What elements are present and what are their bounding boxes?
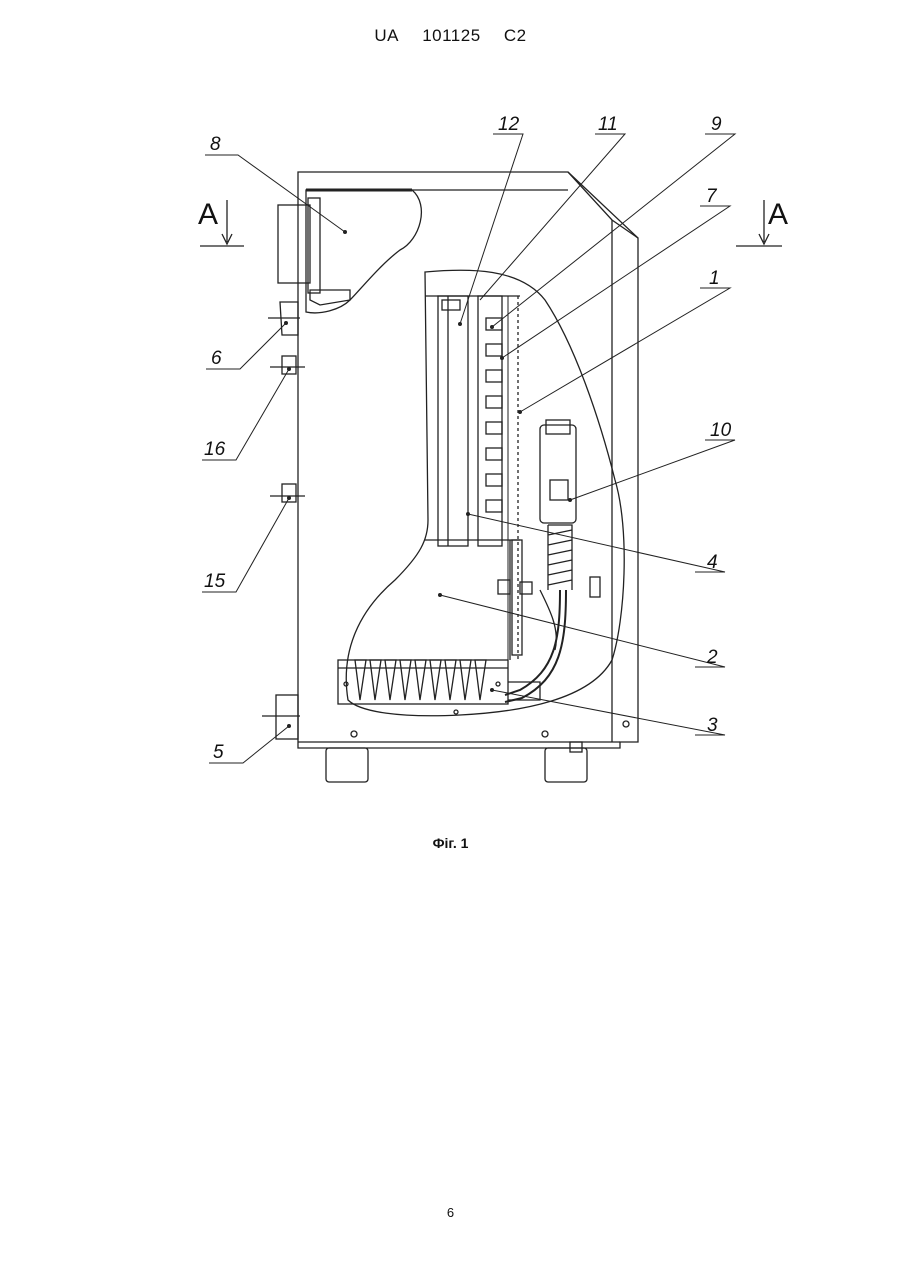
- fins-9: [486, 318, 502, 512]
- label-7: 7: [706, 186, 718, 207]
- label-1: 1: [709, 268, 720, 289]
- label-4: 4: [707, 552, 718, 573]
- label-11: 11: [598, 114, 618, 135]
- flue-pipe: [278, 205, 310, 283]
- foot-right: [545, 748, 587, 782]
- heat-exchanger-11: [478, 296, 502, 546]
- page-number: 6: [0, 1205, 901, 1220]
- boiler-drawing: 8 6 16 15 5 12 11 9 7 1 10 4 2 3 A A: [0, 0, 901, 820]
- part-5: [276, 695, 298, 739]
- label-16: 16: [204, 439, 226, 460]
- part-16: [282, 356, 296, 374]
- heat-exchanger-12: [438, 296, 468, 546]
- label-12: 12: [498, 114, 520, 135]
- gas-valve-10: [540, 425, 576, 523]
- label-15: 15: [204, 571, 226, 592]
- section-label-left: A: [198, 198, 218, 231]
- label-9: 9: [711, 114, 722, 135]
- figure-caption: Фіг. 1: [0, 835, 901, 851]
- cutaway-top: [306, 190, 421, 313]
- burner-nozzles: [355, 660, 486, 700]
- label-3: 3: [707, 715, 718, 736]
- foot-left: [326, 748, 368, 782]
- section-label-right: A: [768, 198, 788, 231]
- label-8: 8: [210, 134, 221, 155]
- label-6: 6: [211, 348, 222, 369]
- label-2: 2: [706, 647, 718, 668]
- label-10: 10: [710, 420, 732, 441]
- cutaway-main: [346, 270, 624, 716]
- label-5: 5: [213, 742, 224, 763]
